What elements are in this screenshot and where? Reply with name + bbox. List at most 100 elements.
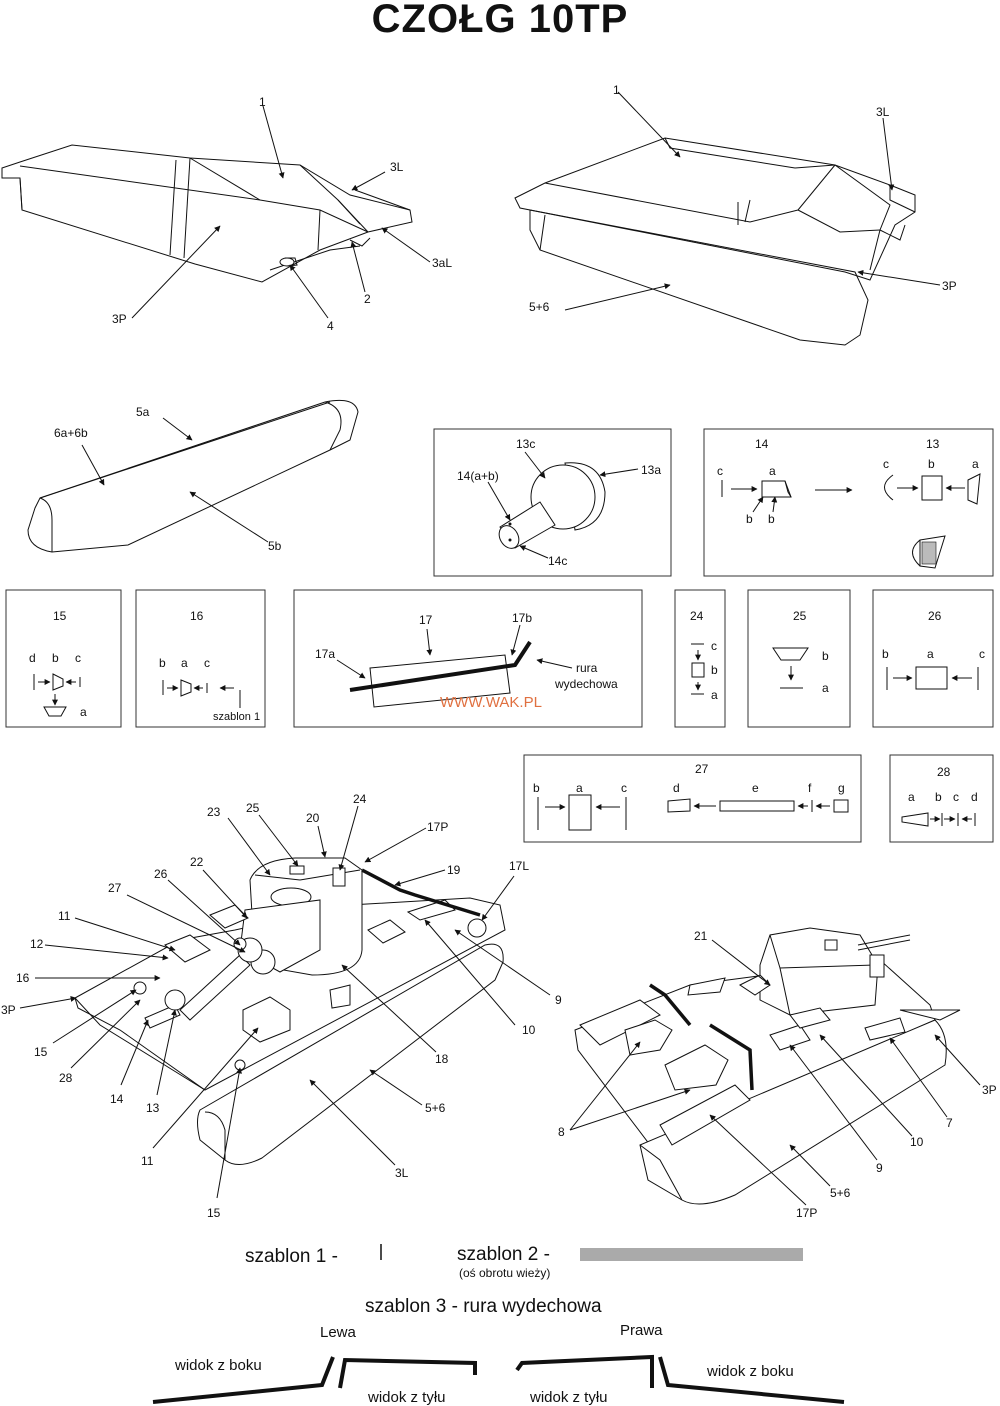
label-b: b <box>711 663 718 677</box>
label-c: c <box>75 651 81 665</box>
label-wydechowa: wydechowa <box>554 677 618 691</box>
detail-box-14-13: 14 13 c a b b c b a <box>703 428 994 577</box>
label-17a: 17a <box>315 647 335 661</box>
label-17b: 17b <box>512 611 532 625</box>
label-b: b <box>159 656 166 670</box>
box-24-title: 24 <box>690 609 704 623</box>
hull-view-2: 1 3L 3P 5+6 <box>514 83 957 346</box>
label-4: 4 <box>327 319 334 333</box>
label-5+6: 5+6 <box>830 1186 851 1200</box>
label-b: b <box>822 649 829 663</box>
exhaust-template-right-rear <box>515 1354 654 1388</box>
label-side-view-right: widok z boku <box>706 1363 794 1380</box>
label-9: 9 <box>876 1161 883 1175</box>
label-17P: 17P <box>796 1206 817 1220</box>
label-25: 25 <box>246 801 260 815</box>
label-3L: 3L <box>395 1166 409 1180</box>
label-12: 12 <box>30 937 44 951</box>
label-10: 10 <box>522 1023 536 1037</box>
label-16: 16 <box>16 971 30 985</box>
label-18: 18 <box>435 1052 449 1066</box>
label-a: a <box>927 647 934 661</box>
label-28: 28 <box>59 1071 73 1085</box>
label-lewa: Lewa <box>320 1324 357 1341</box>
label-prawa: Prawa <box>620 1322 663 1339</box>
label-a: a <box>972 457 979 471</box>
label-b: b <box>768 512 775 526</box>
exhaust-template-left-side <box>152 1356 335 1404</box>
label-e: e <box>752 781 759 795</box>
label-5b: 5b <box>268 539 282 553</box>
templates-section: szablon 1 - szablon 2 - (oś obrotu wieży… <box>152 1244 845 1406</box>
label-rear-view-right: widok z tyłu <box>529 1389 608 1406</box>
label-f: f <box>808 781 812 795</box>
label-d: d <box>971 790 978 804</box>
label-15: 15 <box>34 1045 48 1059</box>
detail-box-24: 24 c b a <box>674 589 726 728</box>
label-13: 13 <box>146 1101 160 1115</box>
label-10: 10 <box>910 1135 924 1149</box>
label-2: 2 <box>364 292 371 306</box>
label-3L: 3L <box>876 105 890 119</box>
label-5a: 5a <box>136 405 150 419</box>
assembled-tank-view-2: 21 8 3P 7 10 9 5+6 17P <box>558 927 997 1220</box>
label-13a: 13a <box>641 463 661 477</box>
detail-box-27: 27 b a c d e f g <box>523 754 862 843</box>
detail-box-25: 25 b a <box>747 589 851 728</box>
label-14c: 14c <box>548 554 567 568</box>
template-2-bar <box>580 1248 803 1261</box>
label-a: a <box>769 464 776 478</box>
label-b: b <box>882 647 889 661</box>
box-15-title: 15 <box>53 609 67 623</box>
label-5+6: 5+6 <box>425 1101 446 1115</box>
label-c: c <box>717 464 723 478</box>
box-26-title: 26 <box>928 609 942 623</box>
label-b: b <box>52 651 59 665</box>
label-20: 20 <box>306 811 320 825</box>
label-3aL: 3aL <box>432 256 452 270</box>
label-c: c <box>953 790 959 804</box>
label-side-view-left: widok z boku <box>174 1357 262 1374</box>
detail-box-16: 16 b a c szablon 1 <box>135 589 266 728</box>
label-17P: 17P <box>427 820 448 834</box>
label-22: 22 <box>190 855 204 869</box>
label-3P: 3P <box>112 312 127 326</box>
label-a: a <box>576 781 583 795</box>
label-b: b <box>746 512 753 526</box>
label-a: a <box>822 681 829 695</box>
label-21: 21 <box>694 929 708 943</box>
exhaust-template-left-rear <box>338 1357 477 1389</box>
template-2-label: szablon 2 - <box>457 1244 550 1265</box>
box-25-title: 25 <box>793 609 807 623</box>
label-c: c <box>883 457 889 471</box>
label-27: 27 <box>108 881 122 895</box>
label-a: a <box>908 790 915 804</box>
label-b: b <box>533 781 540 795</box>
label-a: a <box>80 705 87 719</box>
label-23: 23 <box>207 805 221 819</box>
label-17L: 17L <box>509 859 529 873</box>
label-14ab: 14(a+b) <box>457 469 499 483</box>
detail-box-28: 28 a b c d <box>889 754 994 843</box>
label-d: d <box>673 781 680 795</box>
label-a: a <box>181 656 188 670</box>
template-note: szablon 1 <box>213 711 260 723</box>
label-g: g <box>838 781 845 795</box>
label-7: 7 <box>946 1116 953 1130</box>
detail-box-26: 26 b a c <box>872 589 994 728</box>
label-a: a <box>711 688 718 702</box>
template-3-label: szablon 3 - rura wydechowa <box>365 1296 602 1317</box>
label-3P: 3P <box>982 1083 997 1097</box>
label-19: 19 <box>447 863 461 877</box>
box-27-title: 27 <box>695 762 709 776</box>
label-13c: 13c <box>516 437 535 451</box>
label-rura: rura <box>576 661 598 675</box>
exhaust-template-right-side <box>658 1356 845 1404</box>
label-3P: 3P <box>942 279 957 293</box>
label-24: 24 <box>353 792 367 806</box>
label-c: c <box>621 781 627 795</box>
label-b: b <box>928 457 935 471</box>
box-17-title: 17 <box>419 613 433 627</box>
box-16-title: 16 <box>190 609 204 623</box>
